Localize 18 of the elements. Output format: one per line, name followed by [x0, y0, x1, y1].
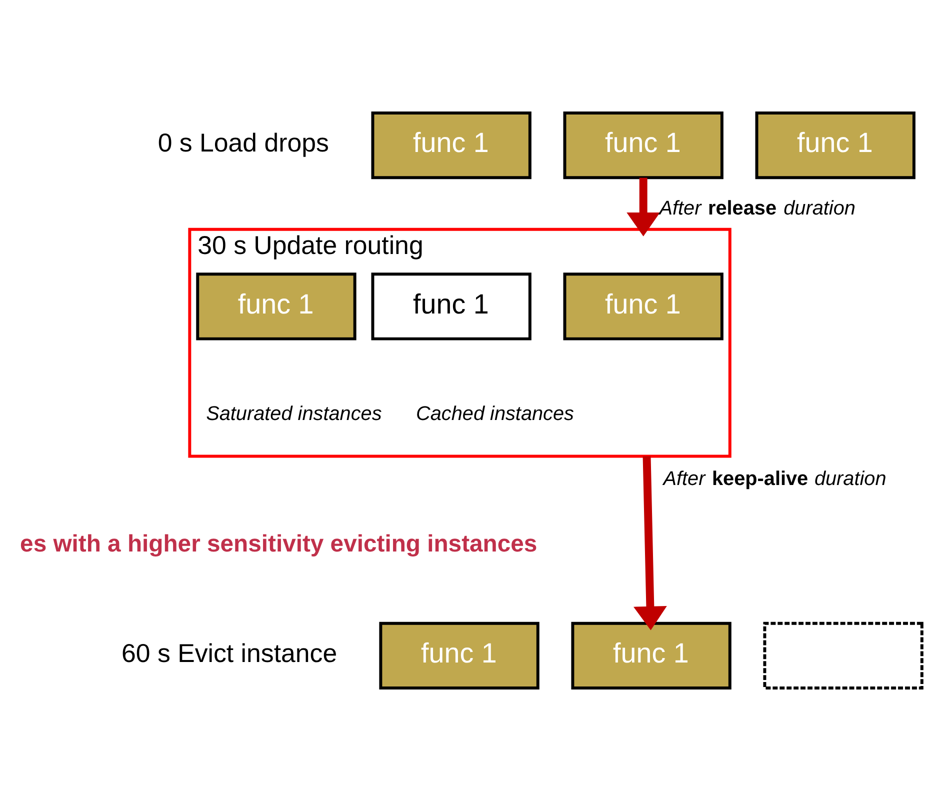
- edge-label: After release duration: [659, 196, 856, 219]
- node-box: func 1: [563, 272, 724, 340]
- label: Saturated instances: [206, 402, 382, 424]
- node-box: func 1: [196, 272, 356, 340]
- node-box: [763, 621, 924, 690]
- node-box: func 1: [571, 621, 732, 690]
- node-label: Cached instances: [416, 402, 574, 424]
- node-box: func 1: [563, 110, 724, 179]
- node-box: func 1: [755, 110, 916, 179]
- arrow: [626, 177, 660, 236]
- label: es with a higher sensitivity evicting instances: [20, 530, 538, 557]
- edge-label: After keep-alive duration: [663, 468, 886, 490]
- label: 0 s Load drops: [158, 129, 329, 158]
- node-box: func 1: [371, 110, 532, 179]
- arrow: [634, 456, 667, 630]
- node-box: func 1: [379, 621, 540, 690]
- node-box: func 1: [371, 272, 532, 340]
- label: 60 s Evict instance: [122, 639, 338, 668]
